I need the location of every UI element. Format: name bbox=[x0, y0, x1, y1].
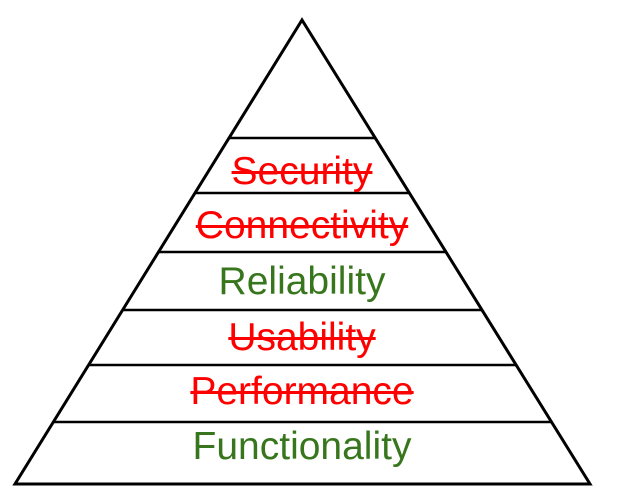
layer-label-security: Security bbox=[231, 150, 373, 193]
layer-label-reliability: Reliability bbox=[218, 260, 386, 303]
layer-label-functionality: Functionality bbox=[192, 425, 412, 468]
layer-label-connectivity: Connectivity bbox=[195, 204, 409, 247]
layer-label-usability: Usability bbox=[228, 316, 376, 359]
layer-label-performance: Performance bbox=[190, 370, 414, 413]
